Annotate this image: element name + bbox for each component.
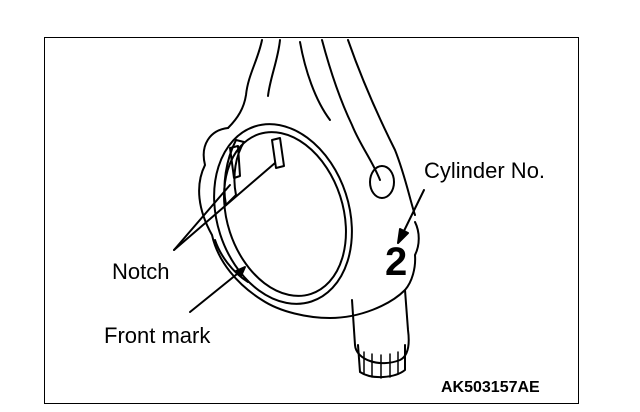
bearing-bore-outer xyxy=(213,123,353,305)
rod-shank-left-inner xyxy=(267,39,281,97)
cylinder-leader-arrow xyxy=(397,228,409,244)
rod-shank-right-inner xyxy=(321,39,381,181)
notch-leader-2 xyxy=(173,162,276,251)
bearing-notch-right xyxy=(271,137,285,169)
figure-code: AK503157AE xyxy=(441,379,540,396)
front-mark-label: Front mark xyxy=(104,323,211,348)
bolt-nut xyxy=(357,344,406,378)
big-end-outer xyxy=(198,127,420,319)
notch-label: Notch xyxy=(112,259,170,284)
notch-leader-1 xyxy=(173,184,231,251)
cylinder-no-label: Cylinder No. xyxy=(424,158,546,183)
oil-hole xyxy=(369,165,395,199)
bearing-bore-inner xyxy=(223,131,347,297)
lower-flange xyxy=(214,239,249,283)
rod-rib xyxy=(299,41,331,121)
rod-shank-right xyxy=(347,39,416,216)
front-mark-leader xyxy=(189,269,243,313)
cylinder-number-digit: 2 xyxy=(385,240,408,284)
rod-shank-left xyxy=(227,39,263,129)
diagram-frame xyxy=(44,37,579,404)
front-mark-arrow xyxy=(235,266,246,277)
bolt-boss xyxy=(351,289,410,365)
cylinder-leader xyxy=(401,189,425,236)
bearing-notch-left xyxy=(229,145,241,179)
